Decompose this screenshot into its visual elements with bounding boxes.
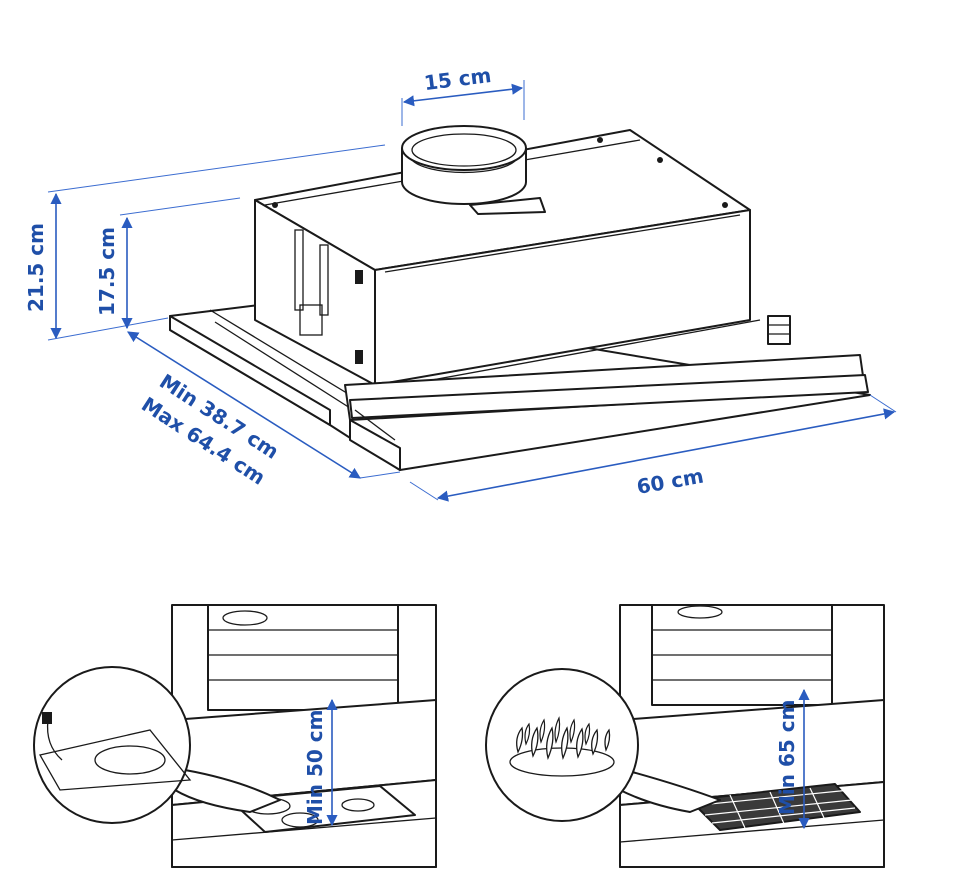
dim-height-body-label: 17.5 cm xyxy=(95,227,119,316)
dim-height-total: 21.5 cm xyxy=(24,144,386,341)
dim-width-label: 60 cm xyxy=(635,464,706,499)
counter-edge xyxy=(619,819,885,843)
bubble-tail xyxy=(619,769,721,813)
clearance-electric-label: Min 50 cm xyxy=(303,710,327,825)
screw xyxy=(657,157,663,163)
range-hood xyxy=(169,125,871,471)
bubble-tail xyxy=(174,769,281,813)
detail-bubble xyxy=(33,666,191,824)
cabinet-detail xyxy=(677,605,723,619)
screw xyxy=(722,202,728,208)
duct-collar xyxy=(401,125,546,215)
hob-zone xyxy=(341,798,375,812)
detail-hob-zone xyxy=(94,745,166,775)
cabinet-detail xyxy=(222,610,268,626)
dim-height-body: 17.5 cm xyxy=(95,197,241,330)
hob-zone xyxy=(281,812,319,828)
hood-clip-2 xyxy=(355,350,363,364)
flame-icon xyxy=(516,716,611,761)
gas-hob-panel: Min 65 cm xyxy=(485,604,885,868)
gas-hob xyxy=(689,783,861,831)
hood-clip xyxy=(355,270,363,284)
clearance-gas-label: Min 65 cm xyxy=(775,700,799,815)
screw xyxy=(272,202,278,208)
hood-slot xyxy=(294,229,304,311)
dim-duct: 15 cm xyxy=(401,63,525,126)
hood-box-edge-2 xyxy=(384,214,741,273)
hood-slot-2 xyxy=(319,244,329,316)
gas-grate xyxy=(699,787,856,829)
plug-icon xyxy=(42,712,52,724)
dim-duct-label: 15 cm xyxy=(423,63,493,95)
detail-hob xyxy=(39,729,192,791)
wall-cabinet xyxy=(207,604,399,711)
hood-panel-detail xyxy=(354,409,396,441)
dim-height-total-label: 21.5 cm xyxy=(24,223,48,312)
hood-box-front xyxy=(374,209,751,386)
detail-cable xyxy=(46,719,63,761)
control-panel xyxy=(767,315,791,345)
counter-edge xyxy=(171,817,437,841)
screw xyxy=(597,137,603,143)
electric-hob-panel: Min 50 cm xyxy=(33,604,437,868)
